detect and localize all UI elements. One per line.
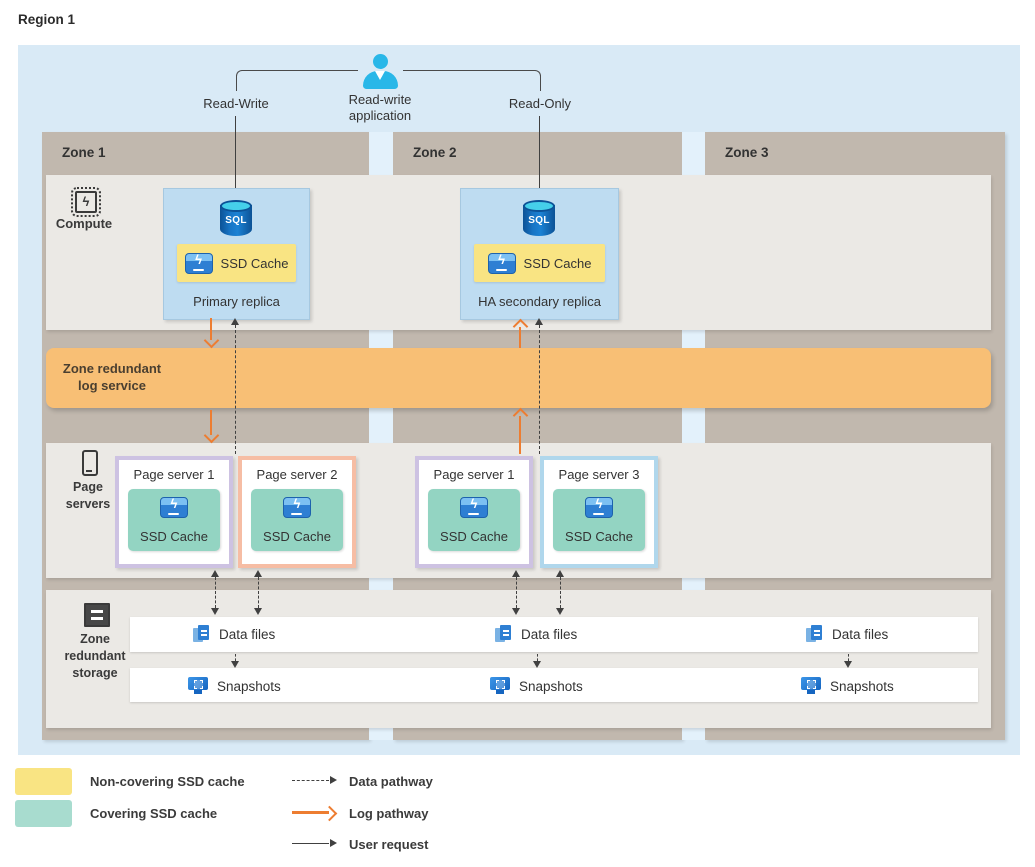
legend-log-pathway-label: Log pathway: [349, 806, 429, 821]
ssd-drive-icon: ϟ: [487, 252, 516, 274]
ha-secondary-replica-label: HA secondary replica: [478, 294, 601, 309]
page-server-card: Page server 3 ϟ SSD Cache: [540, 456, 658, 568]
log-pathway-arrow: [519, 416, 521, 454]
snapshots-item: Snapshots: [490, 677, 583, 695]
storage-icon: [84, 603, 110, 627]
data-pathway-arrow: [848, 654, 849, 661]
data-pathway-arrow: [516, 577, 517, 608]
data-files-item: Data files: [193, 625, 275, 643]
ssd-drive-icon: ϟ: [283, 496, 311, 518]
data-pathway-sample: [292, 780, 329, 781]
zone-3-label: Zone 3: [725, 145, 769, 160]
connector-left: [236, 70, 358, 91]
covering-cache-swatch: [15, 800, 72, 827]
user-request-arrow: [235, 116, 236, 200]
ssd-drive-icon: ϟ: [184, 252, 213, 274]
snapshot-monitor-icon: [801, 677, 821, 695]
snapshots-item: Snapshots: [188, 677, 281, 695]
user-request-arrow: [539, 116, 540, 200]
compute-chip-icon: ϟ: [71, 187, 101, 217]
covering-ssd-cache: ϟ SSD Cache: [553, 489, 645, 551]
snapshots-strip: [130, 668, 978, 702]
ssd-drive-icon: ϟ: [460, 496, 488, 518]
log-pathway-arrow: [210, 410, 212, 435]
data-pathway-arrow: [537, 654, 538, 661]
ssd-drive-icon: ϟ: [585, 496, 613, 518]
page-servers-row-label: Page servers: [65, 480, 111, 511]
snapshot-monitor-icon: [188, 677, 208, 695]
sql-database-icon: SQL: [220, 200, 252, 237]
read-write-label: Read-Write: [203, 96, 269, 111]
page-server-card: Page server 1 ϟ SSD Cache: [415, 456, 533, 568]
log-pathway-arrow: [210, 318, 212, 340]
files-icon: [193, 625, 210, 643]
log-pathway-sample: [292, 811, 329, 814]
data-pathway-arrow: [560, 577, 561, 608]
page-servers-icon: [82, 450, 98, 476]
covering-ssd-cache: ϟ SSD Cache: [128, 489, 220, 551]
sql-database-icon: SQL: [523, 200, 555, 237]
region-title: Region 1: [18, 12, 76, 27]
user-request-sample: [292, 843, 329, 844]
ha-secondary-replica-card: SQL ϟ SSD Cache HA secondary replica: [460, 188, 619, 320]
legend-data-pathway-label: Data pathway: [349, 774, 433, 789]
zone-1-label: Zone 1: [62, 145, 106, 160]
read-only-label: Read-Only: [508, 96, 572, 111]
data-pathway-arrow: [539, 325, 540, 454]
noncovering-cache-swatch: [15, 768, 72, 795]
data-files-strip: [130, 617, 978, 652]
application-label: Read-write application: [348, 92, 412, 123]
primary-replica-label: Primary replica: [193, 294, 280, 309]
zone-2-label: Zone 2: [413, 145, 457, 160]
noncovering-ssd-cache: ϟ SSD Cache: [177, 244, 296, 282]
data-pathway-arrow: [235, 325, 236, 454]
legend-covering-label: Covering SSD cache: [90, 806, 218, 821]
log-pathway-arrow: [519, 327, 521, 348]
snapshots-item: Snapshots: [801, 677, 894, 695]
data-pathway-arrow: [215, 577, 216, 608]
compute-row-label: Compute: [55, 216, 113, 231]
data-pathway-arrow: [258, 577, 259, 608]
data-files-item: Data files: [806, 625, 888, 643]
log-service-label: Zone redundant log service: [62, 361, 162, 393]
ssd-drive-icon: ϟ: [160, 496, 188, 518]
legend-user-request-label: User request: [349, 837, 429, 852]
data-files-item: Data files: [495, 625, 577, 643]
primary-replica-card: SQL ϟ SSD Cache Primary replica: [163, 188, 310, 320]
files-icon: [495, 625, 512, 643]
files-icon: [806, 625, 823, 643]
storage-row-label: Zone redundant storage: [64, 632, 126, 680]
connector-right: [403, 70, 541, 91]
covering-ssd-cache: ϟ SSD Cache: [428, 489, 520, 551]
person-icon: [361, 54, 399, 89]
page-server-card: Page server 2 ϟ SSD Cache: [238, 456, 356, 568]
snapshot-monitor-icon: [490, 677, 510, 695]
legend-noncovering-label: Non-covering SSD cache: [90, 774, 245, 789]
page-server-card: Page server 1 ϟ SSD Cache: [115, 456, 233, 568]
log-service-band: [46, 348, 991, 408]
covering-ssd-cache: ϟ SSD Cache: [251, 489, 343, 551]
noncovering-ssd-cache: ϟ SSD Cache: [474, 244, 605, 282]
data-pathway-arrow: [235, 654, 236, 661]
